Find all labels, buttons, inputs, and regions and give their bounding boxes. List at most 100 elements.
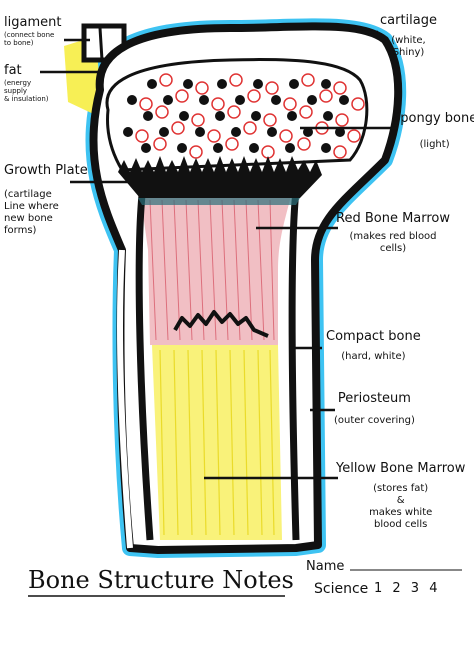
cartilage-title: cartilage bbox=[380, 13, 437, 28]
spongy-red-ring bbox=[283, 97, 297, 111]
spongy-red-ring bbox=[139, 97, 153, 111]
spongy-pore bbox=[267, 127, 277, 137]
yellow-marrow-label: Yellow Bone Marrow (stores fat) & makes … bbox=[336, 462, 465, 531]
red-marrow-desc: (makes red blood cells) bbox=[349, 231, 437, 254]
spongy-red-ring bbox=[279, 129, 293, 143]
ligament-edge bbox=[98, 27, 104, 61]
yellow-marrow-region bbox=[152, 345, 282, 540]
spongy-red-ring bbox=[335, 113, 349, 127]
spongy-red-ring bbox=[225, 137, 239, 151]
growth-plate-label: Growth Plate (cartilage Line where new b… bbox=[4, 164, 88, 237]
growth-plate-desc: (cartilage Line where new bone forms) bbox=[4, 189, 59, 236]
red-marrow-hatching bbox=[149, 199, 275, 341]
spongy-pore bbox=[163, 95, 173, 105]
spongy-pore bbox=[199, 95, 209, 105]
spongy-pore bbox=[231, 127, 241, 137]
spongy-pore bbox=[235, 95, 245, 105]
spongy-pore bbox=[321, 143, 331, 153]
spongy-red-ring bbox=[301, 73, 315, 87]
spongy-red-ring bbox=[195, 81, 209, 95]
cartilage-label: cartilage (white, Shiny) bbox=[380, 14, 437, 59]
spongy-red-ring bbox=[155, 105, 169, 119]
spongy-pore bbox=[127, 95, 137, 105]
compact-bone-label: Compact bone (hard, white) bbox=[326, 330, 421, 363]
spongy-pore bbox=[251, 111, 261, 121]
spongy-red-ring bbox=[299, 105, 313, 119]
spongy-red-ring bbox=[333, 81, 347, 95]
cartilage-desc: (white, Shiny) bbox=[391, 35, 426, 58]
spongy-pore bbox=[147, 79, 157, 89]
class-periods: 1 2 3 4 bbox=[374, 581, 438, 596]
yellow-marrow-title: Yellow Bone Marrow bbox=[336, 461, 466, 476]
spongy-red-ring bbox=[207, 129, 221, 143]
spongy-pore bbox=[287, 111, 297, 121]
spongy-pore bbox=[307, 95, 317, 105]
spongy-pore bbox=[195, 127, 205, 137]
ligament-label: ligament (connect bone to bone) bbox=[4, 16, 61, 47]
spongy-red-ring bbox=[229, 73, 243, 87]
spongy-red-ring bbox=[153, 137, 167, 151]
spongy-red-ring bbox=[333, 145, 347, 159]
fat-desc: (energy supply & insulation) bbox=[4, 79, 49, 103]
periosteum-title: Periosteum bbox=[337, 391, 411, 406]
spongy-pore bbox=[271, 95, 281, 105]
spongy-red-ring bbox=[191, 113, 205, 127]
growth-plate-shading bbox=[138, 198, 300, 205]
yellow-marrow-border bbox=[173, 310, 269, 338]
periosteum-desc: (outer covering) bbox=[334, 415, 415, 426]
name-label: Name bbox=[306, 559, 345, 574]
red-marrow-region bbox=[140, 192, 292, 345]
spongy-pore bbox=[249, 143, 259, 153]
spongy-red-ring bbox=[243, 121, 257, 135]
spongy-red-ring bbox=[247, 89, 261, 103]
spongy-red-ring bbox=[347, 129, 361, 143]
class-label: Science bbox=[314, 581, 369, 597]
spongy-pore bbox=[339, 95, 349, 105]
spongy-pore bbox=[285, 143, 295, 153]
spongy-bone-pores bbox=[123, 73, 365, 159]
spongy-red-ring bbox=[265, 81, 279, 95]
spongy-red-ring bbox=[211, 97, 225, 111]
spongy-pore bbox=[179, 111, 189, 121]
spongy-pore bbox=[141, 143, 151, 153]
growth-plate-title: Growth Plate bbox=[4, 163, 88, 178]
spongy-red-ring bbox=[351, 97, 365, 111]
compact-bone-title: Compact bone bbox=[326, 329, 421, 344]
spongy-red-ring bbox=[263, 113, 277, 127]
footer-title: Bone Structure Notes bbox=[28, 566, 294, 594]
spongy-red-ring bbox=[171, 121, 185, 135]
spongy-red-ring bbox=[227, 105, 241, 119]
spongy-pore bbox=[289, 79, 299, 89]
spongy-bone-label: Spongy bone (light) bbox=[392, 112, 474, 151]
inner-wall-left bbox=[135, 194, 154, 541]
spongy-pore bbox=[177, 143, 187, 153]
spongy-pore bbox=[123, 127, 133, 137]
spongy-red-ring bbox=[159, 73, 173, 87]
spongy-pore bbox=[213, 143, 223, 153]
leader-lines bbox=[40, 30, 398, 480]
fat-label: fat (energy supply & insulation) bbox=[4, 64, 49, 103]
spongy-pore bbox=[215, 111, 225, 121]
spongy-bone-title: Spongy bone bbox=[392, 111, 474, 126]
spongy-pore bbox=[303, 127, 313, 137]
red-marrow-title: Red Bone Marrow bbox=[336, 211, 451, 226]
spongy-red-ring bbox=[175, 89, 189, 103]
spongy-pore bbox=[159, 127, 169, 137]
spongy-red-ring bbox=[297, 137, 311, 151]
fat-title: fat bbox=[4, 63, 22, 78]
spongy-bone-desc: (light) bbox=[419, 139, 450, 150]
spongy-pore bbox=[321, 79, 331, 89]
spongy-red-ring bbox=[319, 89, 333, 103]
compact-bone-desc: (hard, white) bbox=[341, 351, 406, 362]
ligament-title: ligament bbox=[4, 15, 62, 30]
inner-wall-right bbox=[288, 189, 300, 541]
yellow-marrow-desc: (stores fat) & makes white blood cells bbox=[369, 483, 433, 530]
compact-bone-left bbox=[117, 249, 133, 549]
red-marrow-label: Red Bone Marrow (makes red blood cells) bbox=[336, 212, 450, 255]
spongy-pore bbox=[323, 111, 333, 121]
yellow-marrow-hatching bbox=[159, 349, 275, 536]
spongy-pore bbox=[217, 79, 227, 89]
spongy-pore bbox=[253, 79, 263, 89]
growth-plate bbox=[118, 156, 322, 198]
